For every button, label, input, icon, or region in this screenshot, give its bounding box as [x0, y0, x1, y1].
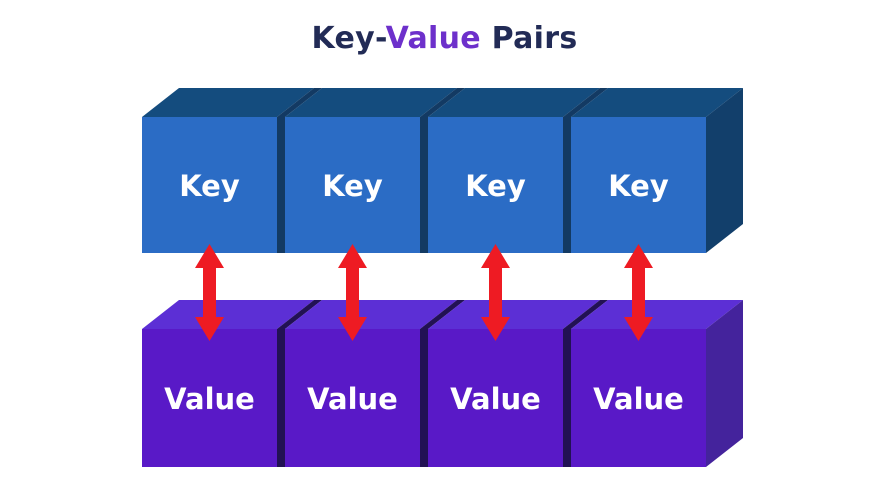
key-row: Key Key Key Key [142, 88, 743, 253]
box-front-face [428, 117, 563, 253]
value-row: Value Value Value Value [142, 300, 743, 467]
box-gap-shadow-top [277, 300, 322, 329]
box-gap-shadow [277, 117, 285, 253]
box-side-face [706, 300, 743, 467]
box-gap-shadow-top [420, 88, 465, 117]
box-top-face [285, 88, 457, 117]
value-box: Value [420, 300, 600, 467]
key-box: Key [563, 88, 743, 253]
key-box-label: Key [465, 169, 526, 203]
diagram-title: Key-Value Pairs [0, 21, 889, 56]
box-front-face [285, 117, 420, 253]
box-side-face [706, 88, 743, 253]
box-gap-shadow-top [420, 300, 465, 329]
value-box-label: Value [593, 382, 684, 416]
box-front-face [142, 117, 277, 253]
box-top-face [571, 300, 743, 329]
key-value-link-arrow-icon [624, 244, 653, 341]
box-gap-shadow [563, 117, 571, 253]
key-box-label: Key [322, 169, 383, 203]
value-box: Value [563, 300, 743, 467]
box-gap-shadow-top [277, 88, 322, 117]
title-value-segment: Value [385, 21, 481, 56]
box-gap-shadow [277, 329, 285, 467]
box-top-face [428, 300, 600, 329]
box-gap-shadow [563, 329, 571, 467]
title-key-segment: Key- [311, 21, 386, 56]
box-front-face [285, 329, 420, 467]
box-gap-shadow-top [563, 300, 608, 329]
box-top-face [142, 88, 314, 117]
key-box: Key [142, 88, 314, 253]
key-box: Key [420, 88, 600, 253]
box-front-face [571, 329, 706, 467]
value-box-label: Value [164, 382, 255, 416]
box-top-face [285, 300, 457, 329]
value-box: Value [142, 300, 314, 467]
key-value-link-arrow-icon [338, 244, 367, 341]
box-gap-shadow [420, 329, 428, 467]
box-top-face [142, 300, 314, 329]
value-box: Value [277, 300, 457, 467]
title-pairs-segment: Pairs [480, 21, 578, 56]
box-gap-shadow-top [563, 88, 608, 117]
box-front-face [571, 117, 706, 253]
box-top-face [428, 88, 600, 117]
value-box-label: Value [307, 382, 398, 416]
box-gap-shadow [420, 117, 428, 253]
box-top-face [571, 88, 743, 117]
key-value-link-arrow-icon [481, 244, 510, 341]
key-box-label: Key [608, 169, 669, 203]
box-front-face [142, 329, 277, 467]
key-value-link-arrow-icon [195, 244, 224, 341]
key-box: Key [277, 88, 457, 253]
value-box-label: Value [450, 382, 541, 416]
box-front-face [428, 329, 563, 467]
key-box-label: Key [179, 169, 240, 203]
